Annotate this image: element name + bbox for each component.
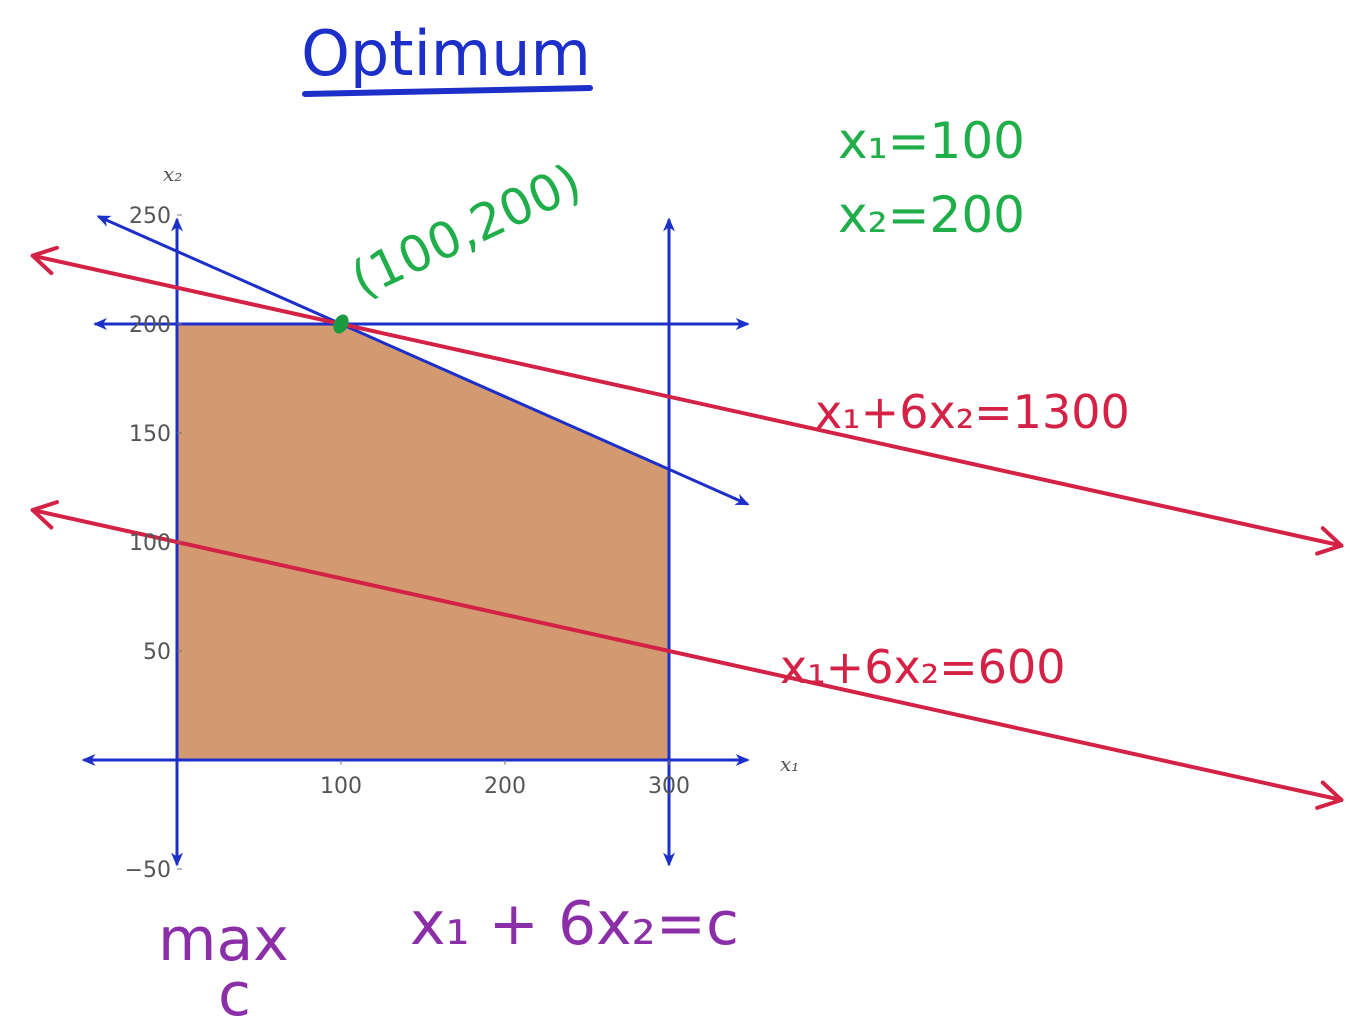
title-underline xyxy=(302,85,593,97)
solution-x1: x₁=100 xyxy=(838,112,1025,170)
y-tick-label: 100 xyxy=(129,531,171,556)
y-tick-label: 250 xyxy=(129,204,171,229)
optimum-point-label: (100,200) xyxy=(343,152,590,308)
c-label: c xyxy=(218,960,251,1027)
y-tick-label: 150 xyxy=(129,422,171,447)
objective-label-600: x₁+6x₂=600 xyxy=(780,640,1065,694)
x-tick-label: 300 xyxy=(648,774,690,799)
solution-x2: x₂=200 xyxy=(838,186,1025,244)
y-tick-label: −50 xyxy=(125,858,171,883)
objective-label-1300: x₁+6x₂=1300 xyxy=(815,385,1130,439)
objective-equation: x₁ + 6x₂=c xyxy=(410,889,739,959)
chart-title: Optimum xyxy=(301,17,591,90)
feasible-region xyxy=(177,324,669,760)
y-tick-label: 50 xyxy=(143,640,171,665)
x-tick-label: 200 xyxy=(484,774,526,799)
objective-line-1 xyxy=(30,500,1344,810)
max-label: max xyxy=(158,905,289,975)
y-tick-label: 200 xyxy=(129,313,171,338)
optimum-point xyxy=(333,314,349,334)
y-axis-label: x₂ xyxy=(163,162,182,186)
x-tick-label: 100 xyxy=(320,774,362,799)
objective-line-0 xyxy=(30,245,1344,556)
x-axis-label: x₁ xyxy=(780,752,799,776)
